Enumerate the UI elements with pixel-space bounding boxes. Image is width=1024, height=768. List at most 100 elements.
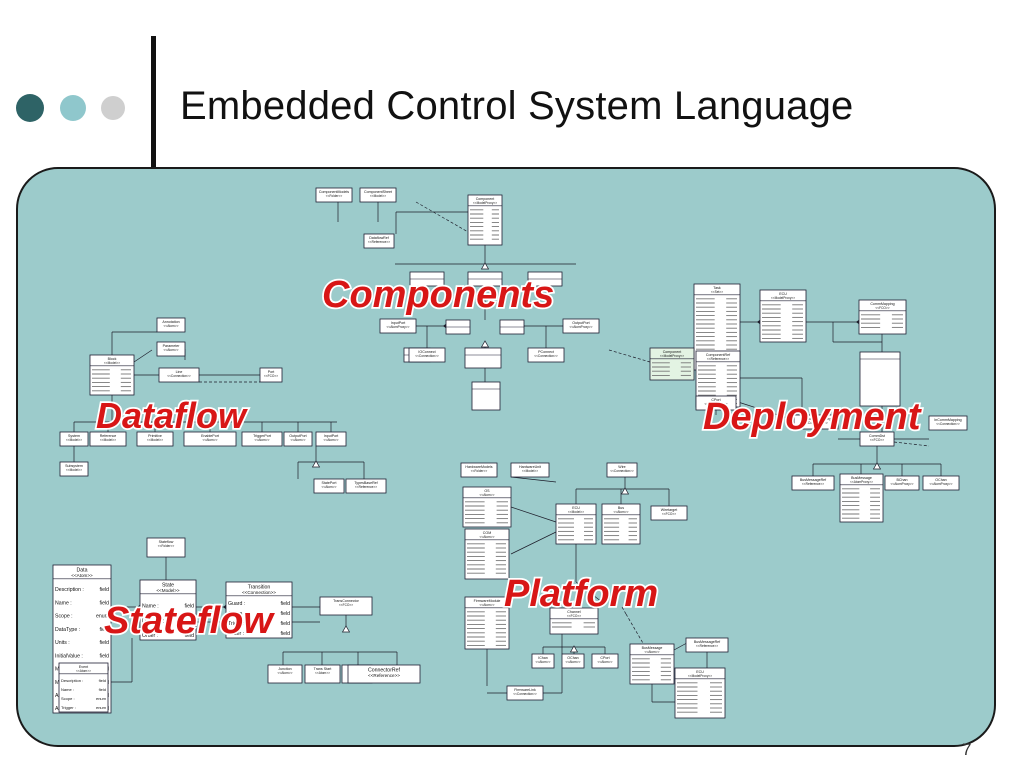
class-name-triggerport: TriggerPort [253, 434, 271, 438]
class-attr-name-data-3: DataType : [55, 627, 80, 633]
class-primitive: Primitive<<Model>> [136, 431, 174, 447]
class-firmwaremodule: FirmwareModule<<Atom>> [464, 596, 510, 650]
class-line: Line<<Connection>> [158, 367, 200, 383]
class-typesref: TypesBaseRef<<Reference>> [345, 478, 387, 494]
class-attr-type-data-1: field [99, 600, 109, 606]
diagram-box [471, 381, 501, 411]
class-stereotype-component: <<ModelProxy>> [473, 201, 497, 205]
class-stereotype-state: <<Model>> [156, 588, 180, 593]
class-commdst: CommDst<<FCO>> [859, 431, 895, 447]
class-ichan: IChan<<Atom>> [531, 653, 555, 669]
class-name-busmessageref: BusMessageRef [800, 478, 826, 482]
class-ecu_dep: ECU<<ModelProxy>> [759, 289, 807, 343]
class-attr-name-data-0: Description : [55, 587, 84, 593]
class-name-inport: InputPort [391, 321, 406, 325]
class-name-parameter: Parameter [163, 344, 181, 348]
class-name-com: COM [483, 531, 491, 535]
class-triggerport: TriggerPort<<Atom>> [241, 431, 283, 447]
class-stereotype-outport: <<AtomProxy>> [569, 325, 592, 329]
title-divider-bar [151, 36, 156, 170]
class-os: OS<<Atom>> [462, 486, 512, 528]
class-inport: InputPort<<AtomProxy>> [379, 318, 417, 334]
class-stereotype-reference: <<Model>> [100, 438, 116, 442]
assoc-line [575, 581, 603, 603]
class-attr-name-data-2: Scope : [55, 614, 73, 620]
class-name-cport: CPort [711, 398, 720, 402]
class-stereotype-enableport: <<Atom>> [203, 438, 218, 442]
class-name-componentsheet: ComponentSheet [364, 190, 392, 194]
class-name-event: Event [79, 665, 88, 669]
class-block: Block<<Model>> [89, 354, 135, 396]
class-name-channel: Channel [567, 610, 581, 614]
class-stereotype-block: <<Model>> [104, 361, 120, 365]
class-name-pconnect: PConnect [538, 350, 554, 354]
class-name-reference: Reference [100, 434, 117, 438]
class-pconnect: PConnect<<Connection>> [527, 347, 565, 363]
class-stereotype-wire: <<Connection>> [610, 469, 634, 473]
class-attr-name-transition-0: Guard : [228, 601, 245, 607]
assoc-line [510, 476, 557, 483]
class-stereotype-ecu_dep: <<ModelProxy>> [771, 296, 795, 300]
inheritance-triangle [569, 645, 579, 653]
class-attr-name-event-2: Scope : [61, 696, 75, 701]
class-dataflow_ref: DataflowRef<<Reference>> [363, 233, 395, 249]
class-name-outport: OutputPort [572, 321, 589, 325]
class-ecu_proxy: ECU<<ModelProxy>> [674, 667, 726, 719]
class-stereotype-ochan_dep: <<AtomProxy>> [929, 482, 952, 486]
class-channel: Channel<<FCO>> [549, 607, 599, 635]
class-cport: CPort<<AtomProxy>> [695, 395, 737, 411]
class-stereotype-task: <<Set>> [711, 290, 723, 294]
slide-title: Embedded Control System Language [180, 84, 854, 128]
class-stereotype-event: <<Atom>> [76, 669, 91, 673]
class-stereotype-triggerport: <<Atom>> [255, 438, 270, 442]
class-ochan_dep: OChan<<AtomProxy>> [922, 475, 960, 491]
inheritance-triangle [341, 625, 351, 633]
overlay-label-components: Components [322, 274, 554, 316]
class-attr-name-state-2: Order : [142, 633, 158, 639]
class-name-data: Data [77, 567, 88, 573]
class-stereotype-bchan_dep: <<AtomProxy>> [890, 482, 913, 486]
class-attr-name-data-5: InitialValue : [55, 653, 83, 659]
class-attr-type-event-2: enum [96, 696, 107, 701]
class-busmessageref_plat: BusMessageRef<<Reference>> [685, 637, 729, 653]
class-attr-type-transition-0: field [280, 601, 290, 607]
class-stereotype-busmessageref: <<Reference>> [802, 482, 824, 486]
class-name-typesref: TypesBaseRef [354, 481, 377, 485]
class-stereotype-data: <<Atom>> [71, 573, 93, 578]
class-connectorref: ConnectorRef<<Reference>> [347, 664, 421, 684]
class-stereotype-firmwarelink: <<Connection>> [513, 692, 537, 696]
class-attr-name-data-1: Name : [55, 600, 72, 606]
class-attr-name-data-4: Units : [55, 640, 70, 646]
class-stereotype-pconnect: <<Connection>> [534, 354, 558, 358]
class-busmessage_dep: BusMessage<<AtomProxy>> [839, 473, 884, 523]
class-stereotype-stateflow: <<Folder>> [158, 544, 175, 548]
class-attr-name-transition-1: Action : [228, 611, 245, 617]
diagram-box [859, 351, 901, 407]
class-stereotype-transconnector: <<FCO>> [339, 603, 353, 607]
class-stereotype-outputport_df: <<Atom>> [291, 438, 306, 442]
class-stereotype-typesref: <<Reference>> [355, 485, 377, 489]
class-stereotype-parameter: <<Atom>> [164, 348, 179, 352]
assoc-line [133, 349, 153, 363]
class-stereotype-primitive: <<Model>> [147, 438, 163, 442]
class-attr-type-event-1: field [99, 687, 106, 692]
class-name-componentref: ComponentRef [706, 353, 730, 357]
class-attr-type-data-5: field [99, 653, 109, 659]
class-attr-name-transition-2: Trigger : [228, 621, 247, 627]
class-attr-type-event-0: field [99, 678, 106, 683]
class-name-busmessage_plat: BusMessage [642, 646, 663, 650]
class-wiretarget: Wiretarget<<FCO>> [650, 505, 688, 521]
class-commmapping: CommMapping<<FCO>> [858, 299, 907, 335]
class-stereotype-hardwareunit: <<Model>> [522, 469, 538, 473]
class-stereotype-cport: <<AtomProxy>> [704, 402, 727, 406]
class-hardwareunit: HardwareUnit<<Model>> [510, 462, 550, 478]
class-transconnector: TransConnector<<FCO>> [319, 596, 373, 616]
class-name-wire: Wire [618, 465, 625, 469]
class-stateport: StatePort<<Atom>> [313, 478, 345, 494]
class-name-junction: Junction [278, 667, 291, 671]
class-name-ioconnect: OutCommMapping [801, 417, 831, 421]
class-stereotype-annotation: <<Atom>> [164, 324, 179, 328]
class-stereotype-stateport: <<Atom>> [322, 485, 337, 489]
class-name-hardwaremodels: HardwareModels [465, 465, 492, 469]
dashed-line [608, 349, 651, 363]
